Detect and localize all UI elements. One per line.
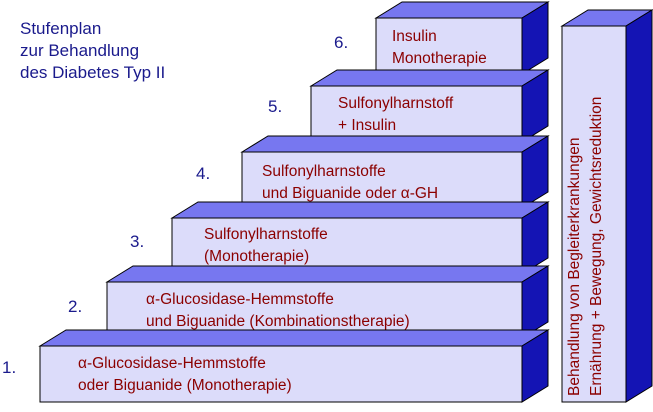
step-3-label: Sulfonylharnstoffe (Monotherapie): [204, 224, 328, 268]
step-1-line-2: oder Biguanide (Monotherapie): [78, 377, 292, 394]
title-line-3: des Diabetes Typ II: [20, 63, 166, 82]
step-3-line-1: Sulfonylharnstoffe: [204, 226, 328, 243]
diagram-title: Stufenplan zur Behandlung des Diabetes T…: [20, 18, 165, 84]
step-6-number: 6.: [334, 33, 349, 52]
step-4-top-face: [240, 135, 550, 153]
side-column-label: Behandlung von Begleiterkrankungen Ernäh…: [564, 26, 608, 396]
step-2-top-face: [105, 265, 550, 283]
step-4-line-1: Sulfonylharnstoffe: [262, 163, 386, 180]
step-2-label: α-Glucosidase-Hemmstoffe und Biguanide (…: [146, 289, 410, 333]
step-2-number: 2.: [68, 297, 83, 316]
step-4-number: 4.: [196, 164, 211, 183]
step-2-line-2: und Biguanide (Kombinationstherapie): [146, 313, 410, 330]
step-2-line-1: α-Glucosidase-Hemmstoffe: [146, 291, 334, 308]
step-1-label: α-Glucosidase-Hemmstoffe oder Biguanide …: [78, 353, 292, 397]
step-6-top-face: [374, 1, 550, 19]
step-5-line-2: + Insulin: [338, 117, 397, 134]
step-6-line-1: Insulin: [392, 28, 437, 45]
step-5-label: Sulfonylharnstoff + Insulin: [338, 93, 453, 137]
step-6-label: Insulin Monotherapie: [392, 26, 487, 70]
title-line-1: Stufenplan: [20, 19, 102, 38]
step-3-number: 3.: [130, 232, 145, 251]
step-4-label: Sulfonylharnstoffe und Biguanide oder α-…: [262, 161, 438, 205]
side-column-front-face: [561, 25, 627, 403]
step-5-number: 5.: [268, 97, 283, 116]
step-1-number: 1.: [2, 358, 17, 377]
step-1-line-1: α-Glucosidase-Hemmstoffe: [78, 355, 266, 372]
step-6-line-2: Monotherapie: [392, 50, 487, 67]
step-1-front-face: [39, 345, 523, 403]
step-5-line-1: Sulfonylharnstoff: [338, 95, 454, 112]
title-line-2: zur Behandlung: [20, 41, 140, 60]
side-column-side-face: [625, 9, 653, 403]
step-5-top-face: [309, 69, 550, 87]
side-column-line-1: Behandlung von Begleiterkrankungen: [566, 137, 583, 396]
step-3-line-2: (Monotherapie): [204, 248, 310, 265]
step-4-line-2: und Biguanide oder α-GH: [262, 185, 439, 202]
side-column-line-2: Ernährung + Bewegung, Gewichtsreduktion: [588, 96, 605, 396]
